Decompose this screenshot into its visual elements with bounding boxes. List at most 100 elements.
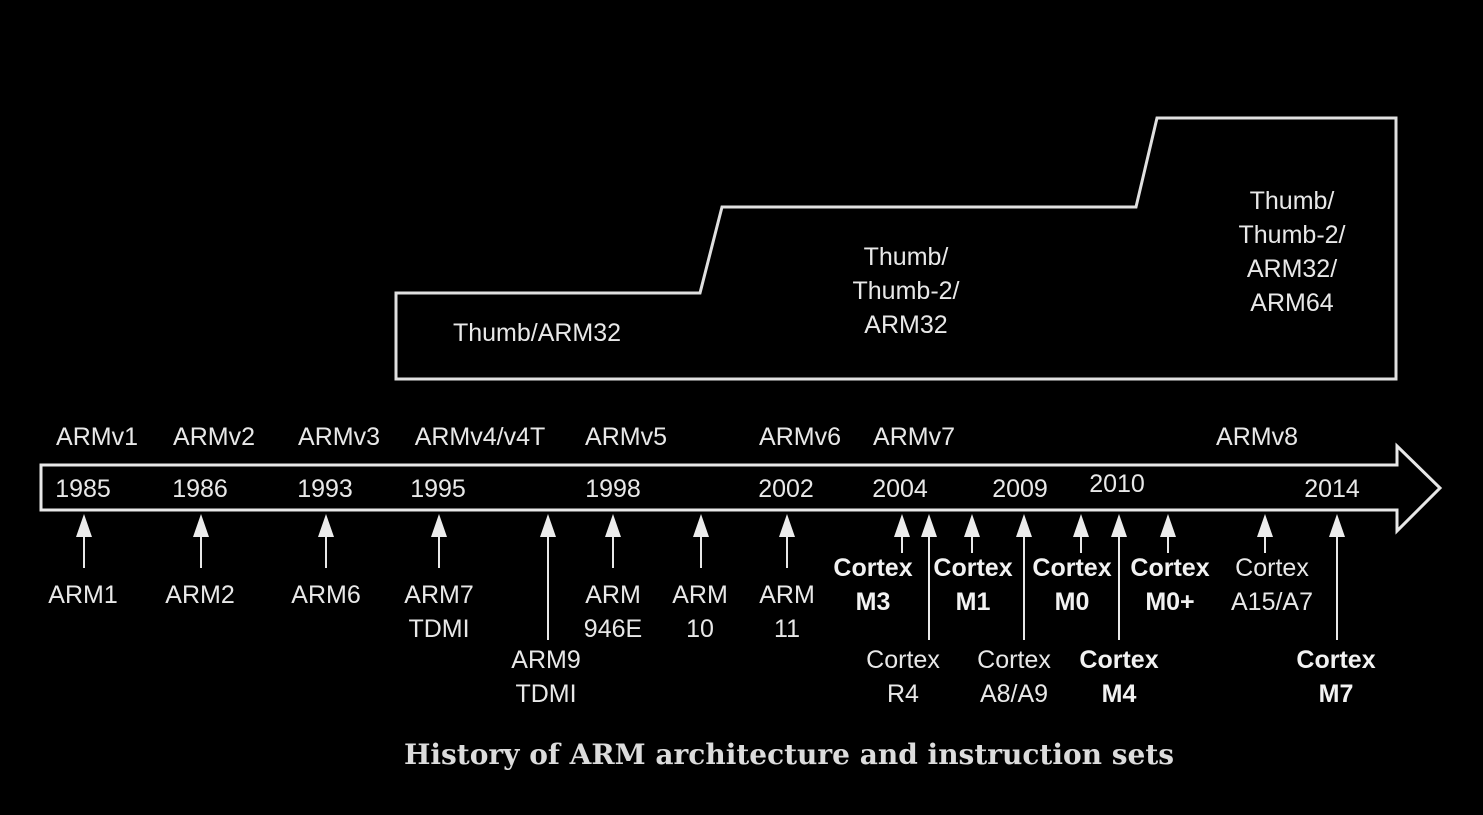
year-label: 2004: [872, 475, 928, 503]
processor-pointer: [1257, 514, 1273, 553]
processor-label-line: ARM: [585, 581, 641, 609]
pointer-head: [431, 514, 447, 537]
processor-label-line: ARM2: [165, 581, 235, 609]
pointer-head: [540, 514, 556, 537]
processor-pointer: [779, 514, 795, 568]
year-label: 2002: [758, 475, 814, 503]
year-label: 1993: [297, 475, 353, 503]
year-label: 1986: [172, 475, 228, 503]
pointer-head: [921, 514, 937, 537]
processor-label-line: ARM: [759, 581, 815, 609]
processor-label-line: Cortex: [1130, 554, 1210, 582]
pointer-head: [779, 514, 795, 537]
year-label: 2009: [992, 475, 1048, 503]
processor-label-line: TDMI: [408, 615, 470, 643]
architecture-label: ARMv7: [873, 423, 955, 451]
processor-label: ARM 946E: [584, 578, 642, 646]
processor-label-line: Cortex: [833, 554, 913, 582]
processor-label-line: M3: [855, 588, 891, 616]
processor-label-line: Cortex: [1079, 646, 1159, 674]
processor-label-line: Cortex: [977, 646, 1051, 674]
year-label: 1985: [55, 475, 111, 503]
year-label: 1998: [585, 475, 641, 503]
processor-pointer: [318, 514, 334, 568]
figure-caption: History of ARM architecture and instruct…: [403, 738, 1175, 771]
processor-pointer: [1111, 514, 1127, 640]
processor-label-line: M4: [1101, 680, 1137, 708]
architecture-label: ARMv8: [1216, 423, 1298, 451]
architecture-label: ARMv3: [298, 423, 380, 451]
pointer-head: [1160, 514, 1176, 537]
instruction-set-line: Thumb-2/: [1238, 221, 1346, 249]
architecture-label: ARMv1: [56, 423, 138, 451]
pointer-head: [1073, 514, 1089, 537]
instruction-set-line: ARM32/: [1246, 255, 1338, 283]
instruction-set-line: Thumb/: [863, 243, 949, 271]
processor-label-line: Cortex: [1235, 554, 1309, 582]
processor-pointer: [894, 514, 910, 553]
processor-label-line: M0: [1054, 588, 1090, 616]
instruction-set-label: Thumb/Thumb-2/ARM32: [853, 240, 960, 342]
architecture-label: ARMv4/v4T: [414, 423, 546, 451]
processor-pointer: [431, 514, 447, 568]
instruction-set-line: Thumb/: [1249, 187, 1335, 215]
instruction-set-line: ARM64: [1250, 289, 1334, 317]
instruction-set-line: Thumb-2/: [852, 277, 960, 305]
processor-pointer: [964, 514, 980, 553]
processor-label-line: Cortex: [866, 646, 940, 674]
processor-pointer: [1016, 514, 1032, 640]
instruction-set-label: Thumb/Thumb-2/ARM32/ARM64: [1239, 184, 1346, 320]
processor-label: ARM1: [48, 578, 117, 612]
pointer-head: [605, 514, 621, 537]
pointer-head: [693, 514, 709, 537]
pointer-head: [964, 514, 980, 537]
instruction-set-line: ARM32: [864, 311, 948, 339]
timeline-arrow: [39, 442, 1443, 535]
processor-label-line: A8/A9: [979, 680, 1049, 708]
processor-label-line: Cortex: [933, 554, 1013, 582]
year-label: 1995: [410, 475, 466, 503]
processor-label-line: ARM7: [404, 581, 474, 609]
pointer-head: [1016, 514, 1032, 537]
pointer-head: [1257, 514, 1273, 537]
processor-label: ARM6: [291, 578, 360, 612]
processor-pointer: [693, 514, 709, 568]
processor-label-line: 946E: [583, 615, 643, 643]
architecture-label: ARMv5: [585, 423, 667, 451]
architecture-label: ARMv6: [759, 423, 841, 451]
architecture-label: ARMv2: [173, 423, 255, 451]
processor-label-line: M7: [1318, 680, 1354, 708]
pointer-head: [76, 514, 92, 537]
year-label: 2014: [1304, 475, 1360, 503]
processor-label: ARM2: [165, 578, 234, 612]
pointer-head: [318, 514, 334, 537]
processor-pointer: [193, 514, 209, 568]
instruction-set-line: Thumb/ARM32: [452, 319, 622, 347]
processor-pointers: [76, 514, 1345, 640]
processor-pointer: [605, 514, 621, 568]
processor-pointer: [540, 514, 556, 640]
instruction-set-steps: [394, 116, 1398, 381]
processor-label-line: Cortex: [1032, 554, 1112, 582]
processor-label-line: M1: [955, 588, 991, 616]
processor-pointer: [921, 514, 937, 640]
processor-label-line: ARM6: [291, 581, 361, 609]
processor-pointer: [1329, 514, 1345, 640]
year-label: 2010: [1089, 470, 1145, 498]
pointer-head: [193, 514, 209, 537]
processor-pointer: [76, 514, 92, 568]
processor-label-line: 11: [774, 615, 800, 643]
